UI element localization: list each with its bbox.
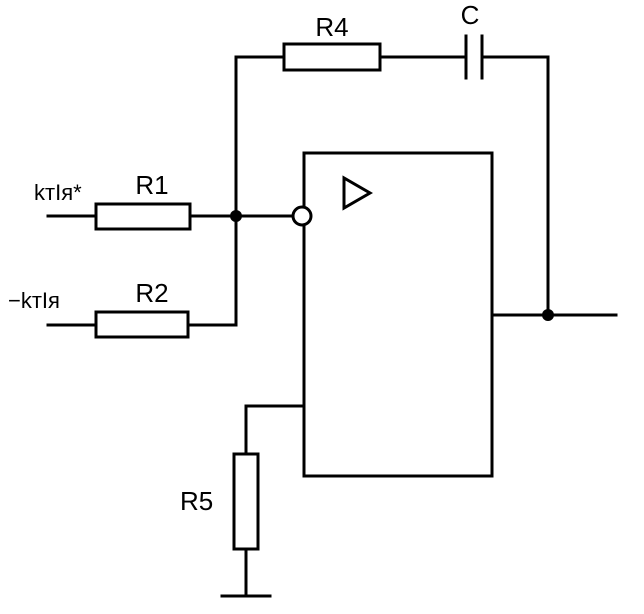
opamp-body — [302, 151, 494, 478]
inverting-input-icon — [291, 205, 313, 227]
junction-dot-output — [542, 309, 554, 321]
resistor-r5 — [232, 452, 260, 551]
label-r5: R5 — [180, 486, 213, 516]
junction-dot-input — [230, 210, 242, 222]
resistor-r1 — [94, 202, 192, 231]
resistor-r2 — [94, 310, 190, 339]
label-r1: R1 — [135, 170, 168, 200]
label-r2: R2 — [135, 278, 168, 308]
resistor-r4 — [282, 42, 382, 72]
label-r4: R4 — [315, 12, 348, 42]
feedback-path — [234, 55, 550, 317]
input-2-label: −kтIя — [8, 288, 60, 313]
opamp-triangle-icon — [342, 175, 374, 211]
label-c: C — [461, 0, 480, 30]
r5-path — [244, 404, 306, 598]
input-1-label: kтIя* — [34, 180, 82, 205]
input-2-path — [46, 214, 238, 327]
capacitor-c — [464, 34, 484, 80]
